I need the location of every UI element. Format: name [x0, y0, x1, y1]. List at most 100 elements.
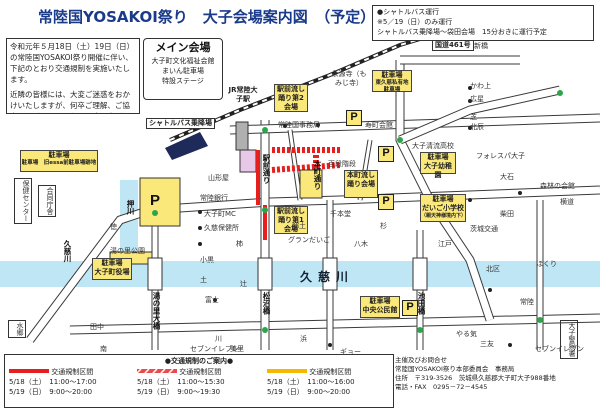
seven-label-1: セブンイレブン [190, 345, 239, 353]
health-center-label: 保健センター [14, 178, 32, 224]
legend-item-1-row1: 5/18（土） 11:00～17:00 [9, 377, 131, 387]
matsuzawa-bridge-label: 松沼橋 [262, 292, 271, 315]
main-venue-place: 大子町文化福祉会館 [151, 57, 215, 65]
matsuzawa-bridge [257, 257, 273, 291]
contact-heading: 主催及びお問合せ [395, 356, 447, 364]
railway-ties [169, 29, 451, 141]
contact-address: 住所 〒319-3526 茨城県久慈郡大子町大子988番地 [395, 374, 556, 382]
ikeda-bridge-label: 池田橋 [417, 292, 426, 315]
senbou-label: 千本堂 [330, 210, 351, 218]
tsuchi-label: 土 [200, 276, 207, 284]
station-lot-title: 駐車場 [48, 151, 70, 159]
higashi-parking-sub: 東久慈私有地駐車場 [375, 80, 409, 93]
sanyo-label: 三友 [480, 340, 494, 348]
legend-item-2: 交通規制区間 5/18（土） 11:00～15:30 5/19（日） 9:00～… [136, 367, 263, 397]
legend-item-2-d2: 5/19（日） [137, 388, 171, 396]
chuo-park-parking-label: 駐車場 中央公民館 [360, 296, 400, 318]
kawakami-label: かわ上 [470, 82, 491, 90]
station-lot-parking-label: 駐車場 駐車場 旧essa前駐車場跡地 [20, 150, 98, 172]
parking-icon-yochien: P [378, 146, 394, 162]
shuttle-route: シャトルバス乗降場～袋田会場 15分おきに運行予定 [377, 28, 547, 36]
culture-hall-building [239, 149, 257, 173]
hama-label: 浜 [300, 335, 307, 343]
traffic-signals [152, 90, 563, 333]
ibaraki-gym-label: 大子町MC [204, 210, 236, 218]
grand-label: グランだいご [288, 236, 330, 244]
forest-label: フォレスパ大子 [476, 152, 525, 160]
legend-item-3-t2: 9:00～20:00 [307, 388, 351, 396]
misato-label: 美里 [230, 345, 244, 353]
daigo-school-parking-sub: だいご小学校 [422, 204, 464, 212]
honmachi-venue-area [299, 169, 323, 199]
river-p-label: 水郷 [8, 320, 26, 338]
yochien-parking-label: 駐車場 大子幼稚園 [420, 152, 456, 179]
toku-label: 徳 [110, 223, 117, 231]
seven-label-2: セブンイレブン [535, 345, 584, 353]
legend-swatch-red-solid [9, 369, 49, 373]
legend-item-2-row2: 5/19（日） 9:00～19:30 [137, 387, 263, 397]
parking-icon-school: P [378, 194, 394, 210]
daigo-school-parking-label: 駐車場 だいご小学校 （親天神様境内下） [420, 194, 466, 222]
honmachi-venue-label: 本町流し踊り会場 [344, 170, 378, 198]
contact-tel: 電話・FAX 0295－72－4545 [395, 383, 488, 391]
kyodo-label: 大子清流高校 [412, 142, 454, 150]
goudou-label: 合同庁舎 [38, 185, 56, 217]
page-title: 常陸国YOSAKOI祭り 大子会場案内図 （予定） [38, 8, 376, 26]
parking-icon-chuo: P [402, 300, 418, 316]
station-lot-sub: 駐車場 旧essa前駐車場跡地 [21, 160, 97, 166]
legend-item-1-d1: 5/18（土） [9, 378, 43, 386]
daigo-ps-label: 大子警察署 [560, 320, 578, 359]
tokiwa-label: 常陸 [520, 298, 534, 306]
notice-line-1: 令和元年５月18日（土）19日（日）の常陸国YOSAKOI祭り開催に伴い、下記の… [10, 42, 135, 84]
legend-item-3-d2: 5/19（日） [267, 388, 301, 396]
town-hall-parking-label: 駐車場 大子町役場 [92, 258, 132, 280]
notice-box: 令和元年５月18日（土）19日（日）の常陸国YOSAKOI祭り開催に伴い、下記の… [6, 38, 140, 114]
ikeda-bridge [412, 257, 428, 291]
sugi-label: 杉 [380, 222, 387, 230]
yaruki-label: やる気 [456, 330, 477, 338]
chuo-park-title: 駐車場 [369, 297, 391, 305]
town-hall-title: 駐車場 [101, 259, 123, 267]
legend-item-3-t1: 11:00～16:00 [307, 378, 355, 386]
parking-area-left [139, 177, 181, 227]
kita-label: 北辰 [470, 123, 484, 131]
legend-item-1-row2: 5/19（日） 9:00～20:00 [9, 387, 131, 397]
kuji-river-mid-road [322, 257, 338, 291]
yama-label: 八木 [354, 240, 368, 248]
chuo-park-sub: 中央公民館 [362, 306, 398, 314]
legend-item-3-row2: 5/19（日） 9:00～20:00 [267, 387, 391, 397]
shuttle-stop-label: シャトルバス乗降場 [146, 118, 215, 129]
shuttle-heading: ●シャトルバス運行 [377, 8, 440, 16]
town-hall-sub: 大子町役場 [94, 268, 130, 276]
legend-item-3: 交通規制区間 5/18（土） 11:00～16:00 5/19（日） 9:00～… [267, 367, 391, 397]
contact-block: 主催及びお問合せ 常陸国YOSAKOI祭り本部委員会 事務局 住所 〒319-3… [395, 356, 597, 408]
fuji-label: 富士 [205, 296, 219, 304]
station-event-label: 常陸国事務局 [278, 121, 320, 129]
jr-station-label: JR常陸大子駅 [228, 86, 258, 103]
kuji-river-west-label: 久慈川 [63, 240, 72, 263]
main-venue-stage1: まいん駐車場 [162, 67, 204, 75]
yamaguchi-label: 山形屋 [208, 174, 229, 182]
shiba-label: 芝 [470, 113, 477, 121]
kuji-river-label: 久慈川 [300, 270, 355, 284]
yochien-parking-title: 駐車場 [427, 153, 449, 161]
kitaku-label: 北区 [486, 265, 500, 273]
legend-item-2-d1: 5/18（土） [137, 378, 171, 386]
shuttle-date: ※5／19（日）のみ運行 [377, 18, 453, 26]
oishi-label: 大石 [500, 173, 514, 181]
main-venue-stage2: 特設ステージ [162, 77, 204, 85]
oguro-label: 小黒 [200, 256, 214, 264]
ginkgo-label: 常陸銀行 [200, 194, 228, 202]
yochien-parking-sub: 大子幼稚園 [424, 162, 452, 179]
kokudo-label-2: 寿町会館 [365, 121, 393, 129]
ibaraki-kotsu-label: 茨城交通 [470, 225, 498, 233]
kyoudou-label: 郷土 [292, 222, 306, 230]
oshikawa-label: 押川 [126, 200, 135, 215]
legend-heading: ●交通規制のご案内● [164, 357, 234, 365]
nosei-label: 久慈保健所 [204, 224, 239, 232]
eiyoji-label: 永源寺（もみじ寺） [331, 70, 367, 87]
contact-org: 常陸国YOSAKOI祭り本部委員会 事務局 [395, 365, 515, 373]
hyakunen-label: ほくり [536, 260, 557, 268]
legend-item-2-row1: 5/18（土） 11:00～15:30 [137, 377, 263, 387]
higashi-parking-label: 駐車場 東久慈私有地駐車場 [372, 70, 412, 93]
